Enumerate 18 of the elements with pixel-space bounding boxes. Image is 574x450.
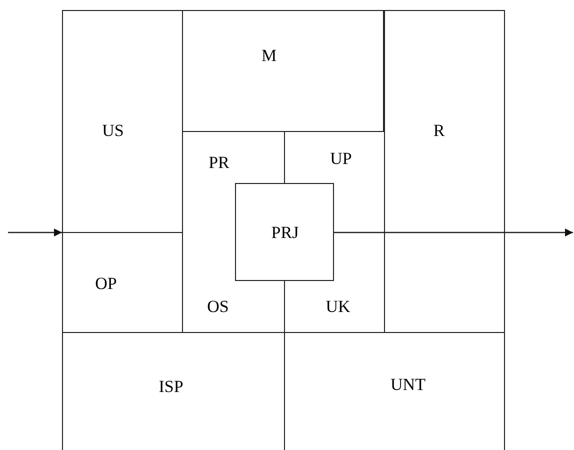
region-box (182, 10, 384, 132)
region-label: UNT (390, 375, 426, 395)
region-label: UK (326, 297, 350, 317)
region-box (235, 183, 334, 281)
region-label: PRJ (271, 223, 299, 243)
arrow (334, 228, 573, 236)
region-label: PR (208, 153, 230, 173)
region-label: ISP (158, 377, 184, 397)
region-label: OP (95, 274, 117, 294)
region-box (62, 232, 183, 333)
region-box (62, 10, 183, 233)
region-label: R (433, 121, 445, 141)
region-label: OS (207, 297, 229, 317)
region-box (384, 10, 505, 333)
region-label: M (261, 46, 277, 66)
region-label: UP (330, 149, 352, 169)
region-label: US (102, 121, 124, 141)
arrow (8, 228, 62, 236)
